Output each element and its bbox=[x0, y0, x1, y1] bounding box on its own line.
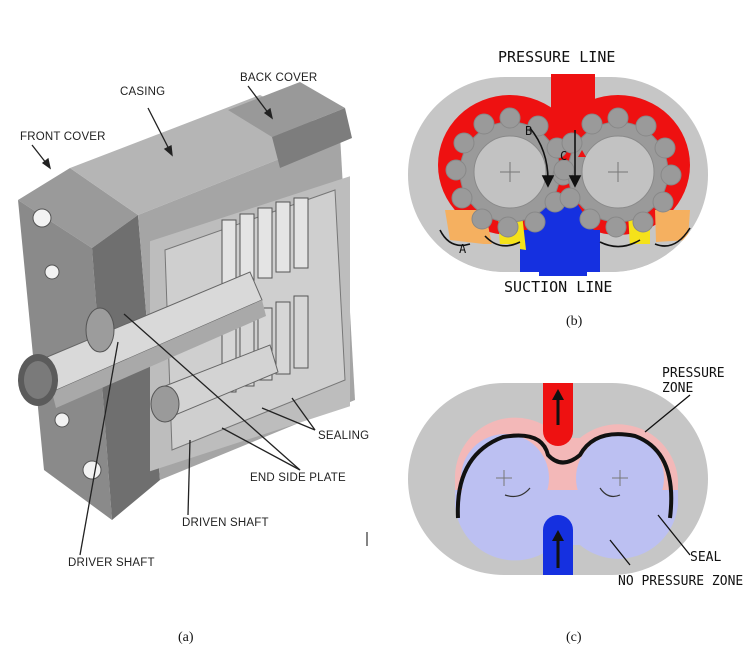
marker-c-triangle bbox=[578, 150, 586, 157]
suction-line-inlet bbox=[539, 232, 587, 276]
label-driver-shaft: DRIVER SHAFT bbox=[68, 557, 155, 569]
marker-c: C bbox=[560, 149, 568, 163]
label-sealing: SEALING bbox=[318, 430, 370, 442]
marker-b: B bbox=[525, 124, 533, 138]
label-driven-shaft: DRIVEN SHAFT bbox=[182, 517, 269, 529]
label-back-cover: BACK COVER bbox=[240, 72, 318, 84]
right-gear bbox=[553, 107, 682, 238]
label-casing: CASING bbox=[120, 86, 166, 98]
label-pressure-zone: PRESSURE ZONE bbox=[662, 366, 725, 396]
marker-a: A bbox=[459, 242, 467, 256]
panel-c-leader-lines bbox=[609, 394, 691, 566]
gear-centers-c bbox=[496, 470, 628, 486]
label-suction-line: SUCTION LINE bbox=[504, 278, 613, 296]
flow-arrows bbox=[439, 127, 691, 248]
caption-a: (a) bbox=[178, 630, 194, 645]
label-pressure-line: PRESSURE LINE bbox=[498, 48, 616, 66]
caption-b: (b) bbox=[566, 314, 583, 329]
driver-shaft bbox=[18, 271, 266, 408]
label-front-cover: FRONT COVER bbox=[20, 131, 106, 143]
rotation-arrow-left bbox=[504, 487, 531, 498]
rotation-arrow-right bbox=[599, 487, 621, 498]
caption-c: (c) bbox=[566, 630, 582, 645]
seal-line bbox=[455, 432, 674, 519]
driven-shaft bbox=[150, 344, 279, 423]
panel-a-leader-arrows bbox=[31, 85, 316, 556]
label-seal: SEAL bbox=[690, 550, 722, 565]
label-end-side-plate: END SIDE PLATE bbox=[250, 472, 346, 484]
label-no-pressure-zone: NO PRESSURE ZONE bbox=[618, 574, 744, 589]
left-gear bbox=[445, 107, 574, 238]
tooth-pocket-orange-right bbox=[655, 210, 690, 242]
